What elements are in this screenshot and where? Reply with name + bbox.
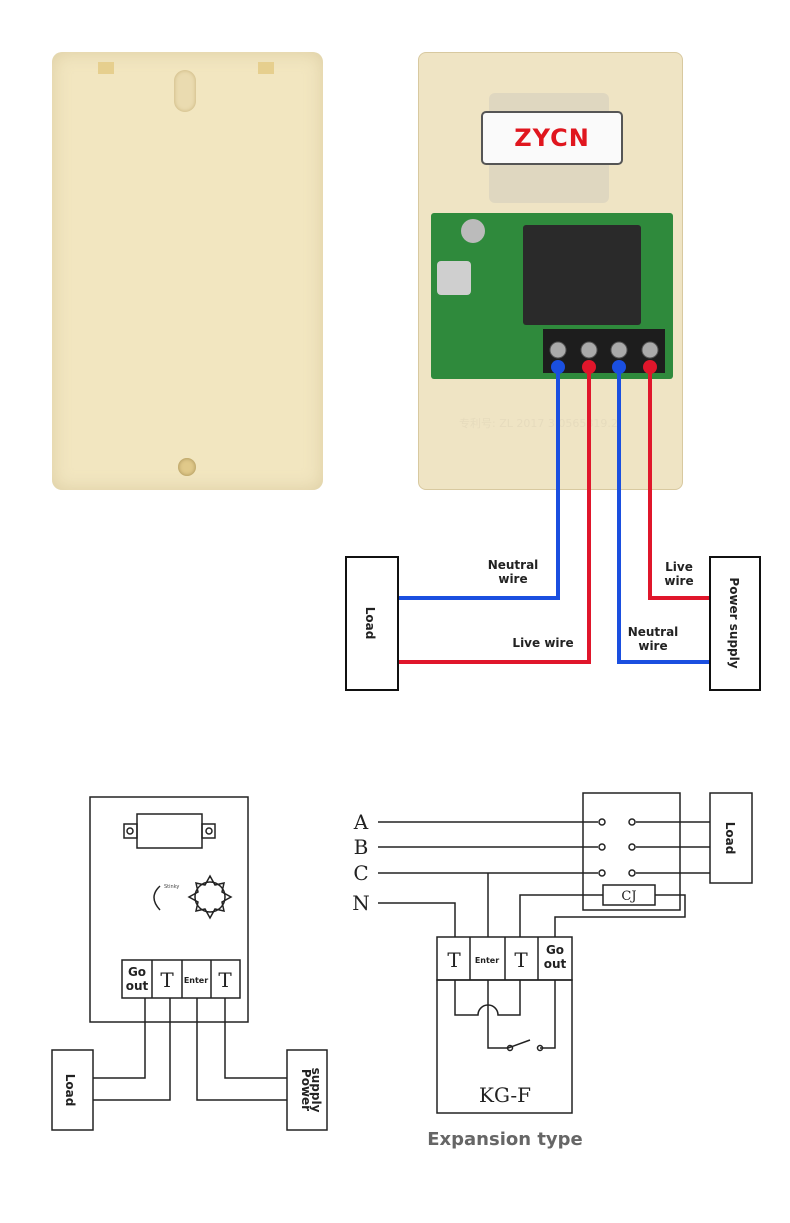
terminal-go-out: out [126, 979, 149, 993]
terminal-t: T [160, 968, 174, 992]
terminal-enter: Enter [475, 956, 499, 965]
terminal-go-out: Go [128, 965, 146, 979]
mount-slot-left [98, 62, 114, 74]
power-supply-label: Power supply [727, 577, 741, 668]
brand-label: ZYCN [481, 111, 623, 165]
live-wire-label: Live [665, 560, 693, 574]
basic-diagram [51, 796, 328, 1131]
device-label: KG-F [479, 1083, 531, 1107]
load-label: Load [723, 822, 737, 855]
power-supply-label: supply [309, 1068, 323, 1113]
neutral-wire-label: wire [638, 639, 667, 653]
mount-slot-right [258, 62, 274, 74]
load-box [345, 556, 399, 691]
brand-logo: ZYCN [514, 124, 590, 152]
phase-c-label: C [353, 861, 368, 885]
contactor-label: CJ [621, 889, 636, 904]
live-wire-load [398, 367, 591, 664]
neutral-n-label: N [352, 891, 370, 915]
terminal-go-out: out [544, 957, 567, 971]
power-supply-label: Power [299, 1069, 313, 1111]
patent-text: 专利号: ZL 2017 3 0565819.2 [459, 417, 618, 430]
caption: Expansion type [427, 1129, 583, 1150]
terminal-t: T [447, 948, 461, 972]
back-plate [52, 52, 323, 490]
terminal-t: T [514, 948, 528, 972]
neutral-wire-label: Neutral [488, 558, 539, 572]
knob-label: Stinky [164, 884, 179, 890]
potentiometer [437, 261, 471, 295]
live-wire-supply [648, 367, 710, 600]
keyhole [174, 70, 196, 112]
terminal-enter: Enter [184, 976, 208, 985]
load-label: Load [363, 607, 377, 640]
phase-b-label: B [354, 835, 369, 859]
load-label: Load [63, 1074, 77, 1107]
relay [523, 225, 641, 325]
power-supply-box [709, 556, 761, 691]
terminal-go-out: Go [546, 943, 564, 957]
neutral-wire-supply [617, 367, 710, 664]
terminal-t: T [218, 968, 232, 992]
neutral-wire-label: wire [498, 572, 527, 586]
live-wire-label: Live wire [512, 636, 573, 650]
neutral-wire-load [398, 367, 560, 600]
capacitor [461, 219, 485, 243]
neutral-wire-label: Neutral [628, 625, 679, 639]
terminal-screws [549, 341, 659, 359]
phase-a-label: A [353, 810, 369, 834]
screw-hole [178, 458, 196, 476]
live-wire-label: wire [664, 574, 693, 588]
expansion-diagram [378, 792, 753, 1114]
